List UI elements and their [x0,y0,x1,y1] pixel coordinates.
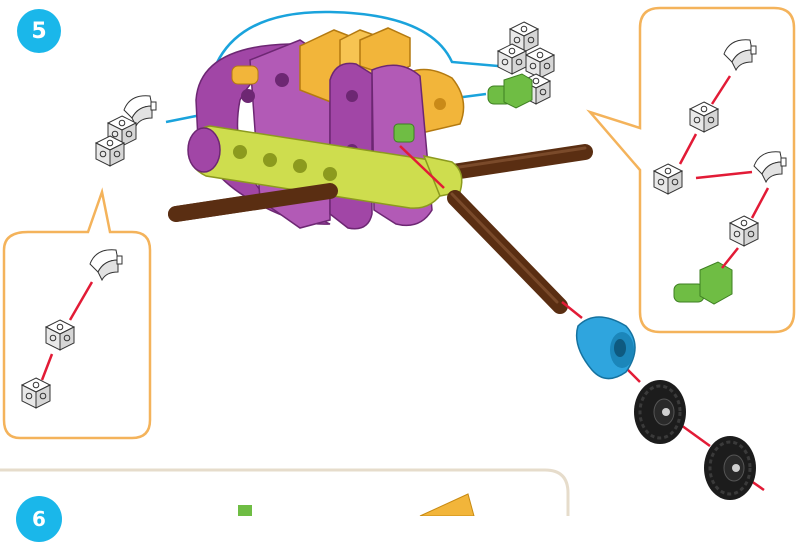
cube-icon [526,48,554,78]
cube-icon [690,102,718,132]
cube-icon [96,136,124,166]
left-callout [4,192,150,438]
wheel-icon [704,436,756,500]
next-step-frame [0,470,568,516]
wheel-icon [634,380,686,444]
right-callout [590,8,794,332]
green-peg-icon [488,74,532,108]
blue-pulley [577,317,635,379]
cube-icon [22,378,50,408]
left-part-group [96,96,156,166]
diagonal-axle [452,194,560,306]
top-cube-cluster [488,22,554,108]
cube-icon [730,216,758,246]
assembly-diagram [0,0,798,516]
cube-icon [46,320,74,350]
cube-icon [654,164,682,194]
cube-icon [498,44,526,74]
next-step-parts [238,494,474,516]
